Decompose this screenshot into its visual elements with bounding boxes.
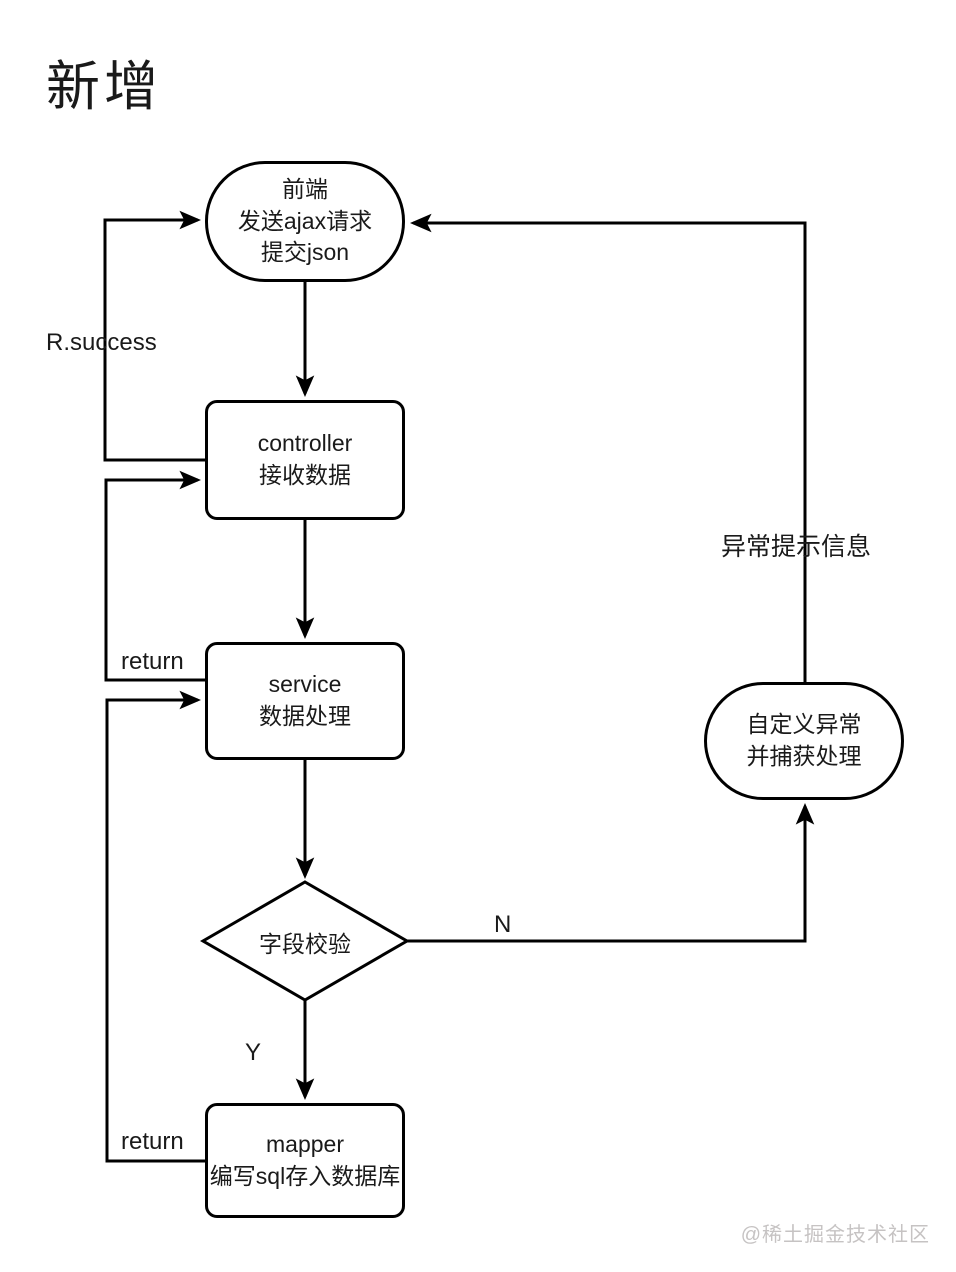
- node-field-check-label: 字段校验: [259, 931, 351, 957]
- edge-fieldcheck-to-exception-no: [407, 802, 815, 943]
- node-mapper-line2: 编写sql存入数据库: [209, 1162, 401, 1189]
- node-frontend-line3: 提交json: [260, 239, 350, 266]
- node-custom-exception: 自定义异常 并捕获处理: [704, 682, 904, 800]
- node-frontend-line2: 发送ajax请求: [237, 207, 373, 234]
- edge-label-return-to-controller: return: [121, 648, 184, 675]
- edge-label-exception-message: 异常提示信息: [721, 533, 872, 561]
- node-field-check-shape: [200, 880, 410, 1002]
- edge-label-return-to-service: return: [121, 1128, 184, 1155]
- node-mapper-line1: mapper: [266, 1130, 344, 1157]
- edge-service-to-controller-return: [104, 470, 205, 682]
- node-controller-line1: controller: [257, 430, 353, 457]
- edge-exception-to-frontend: [409, 213, 807, 682]
- node-controller-line2: 接收数据: [259, 462, 351, 488]
- edge-label-yes: Y: [245, 1039, 262, 1066]
- node-service-line2: 数据处理: [259, 703, 351, 729]
- page-title: 新增: [46, 57, 162, 117]
- edge-mapper-to-service-return: [105, 690, 205, 1163]
- node-service: service 数据处理: [205, 642, 405, 760]
- node-mapper: mapper 编写sql存入数据库: [205, 1103, 405, 1218]
- node-service-line1: service: [268, 671, 342, 698]
- node-custom-exception-line2: 并捕获处理: [746, 743, 862, 769]
- edge-controller-to-frontend-rsuccess: [103, 210, 205, 462]
- node-custom-exception-line1: 自定义异常: [746, 711, 862, 738]
- node-frontend: 前端 发送ajax请求 提交json: [205, 161, 405, 282]
- edge-label-no: N: [494, 911, 512, 938]
- watermark: @稀土掘金技术社区: [740, 1224, 930, 1246]
- node-controller: controller 接收数据: [205, 400, 405, 520]
- edge-label-r-success: R.success: [46, 329, 157, 356]
- node-frontend-line1: 前端: [282, 175, 328, 202]
